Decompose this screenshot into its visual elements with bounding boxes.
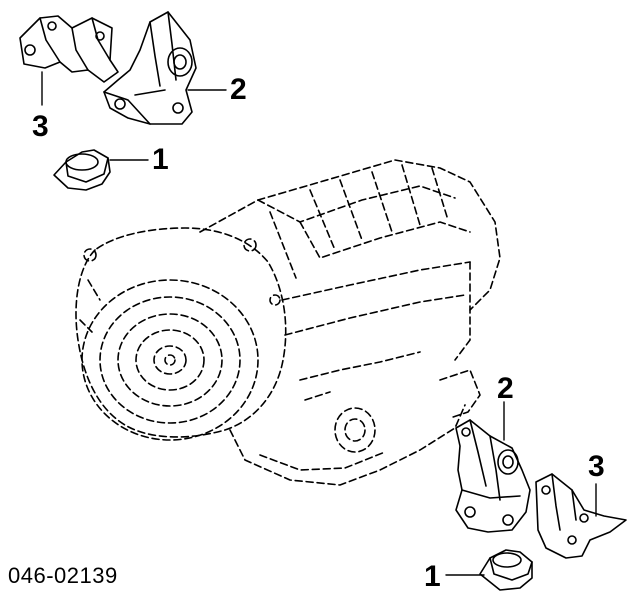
part-number: 046-02139	[8, 563, 118, 588]
rubber-mount-1-bottom	[479, 549, 533, 591]
callout-3-top: 3	[32, 110, 49, 143]
mount-bracket-2-top	[103, 11, 197, 125]
mount-bracket-3-top	[19, 15, 119, 83]
callout-2-bottom: 2	[497, 372, 514, 405]
callout-1-bottom: 1	[424, 560, 441, 593]
callout-3-bottom: 3	[588, 450, 605, 483]
callout-2-top: 2	[230, 73, 247, 106]
transmission-outline	[75, 159, 501, 486]
mount-bracket-2-bottom	[455, 419, 531, 533]
rubber-mount-1-top	[53, 149, 111, 191]
mount-bracket-3-bottom	[535, 473, 627, 559]
leader-lines	[41, 71, 597, 576]
callout-1-top: 1	[152, 143, 169, 176]
